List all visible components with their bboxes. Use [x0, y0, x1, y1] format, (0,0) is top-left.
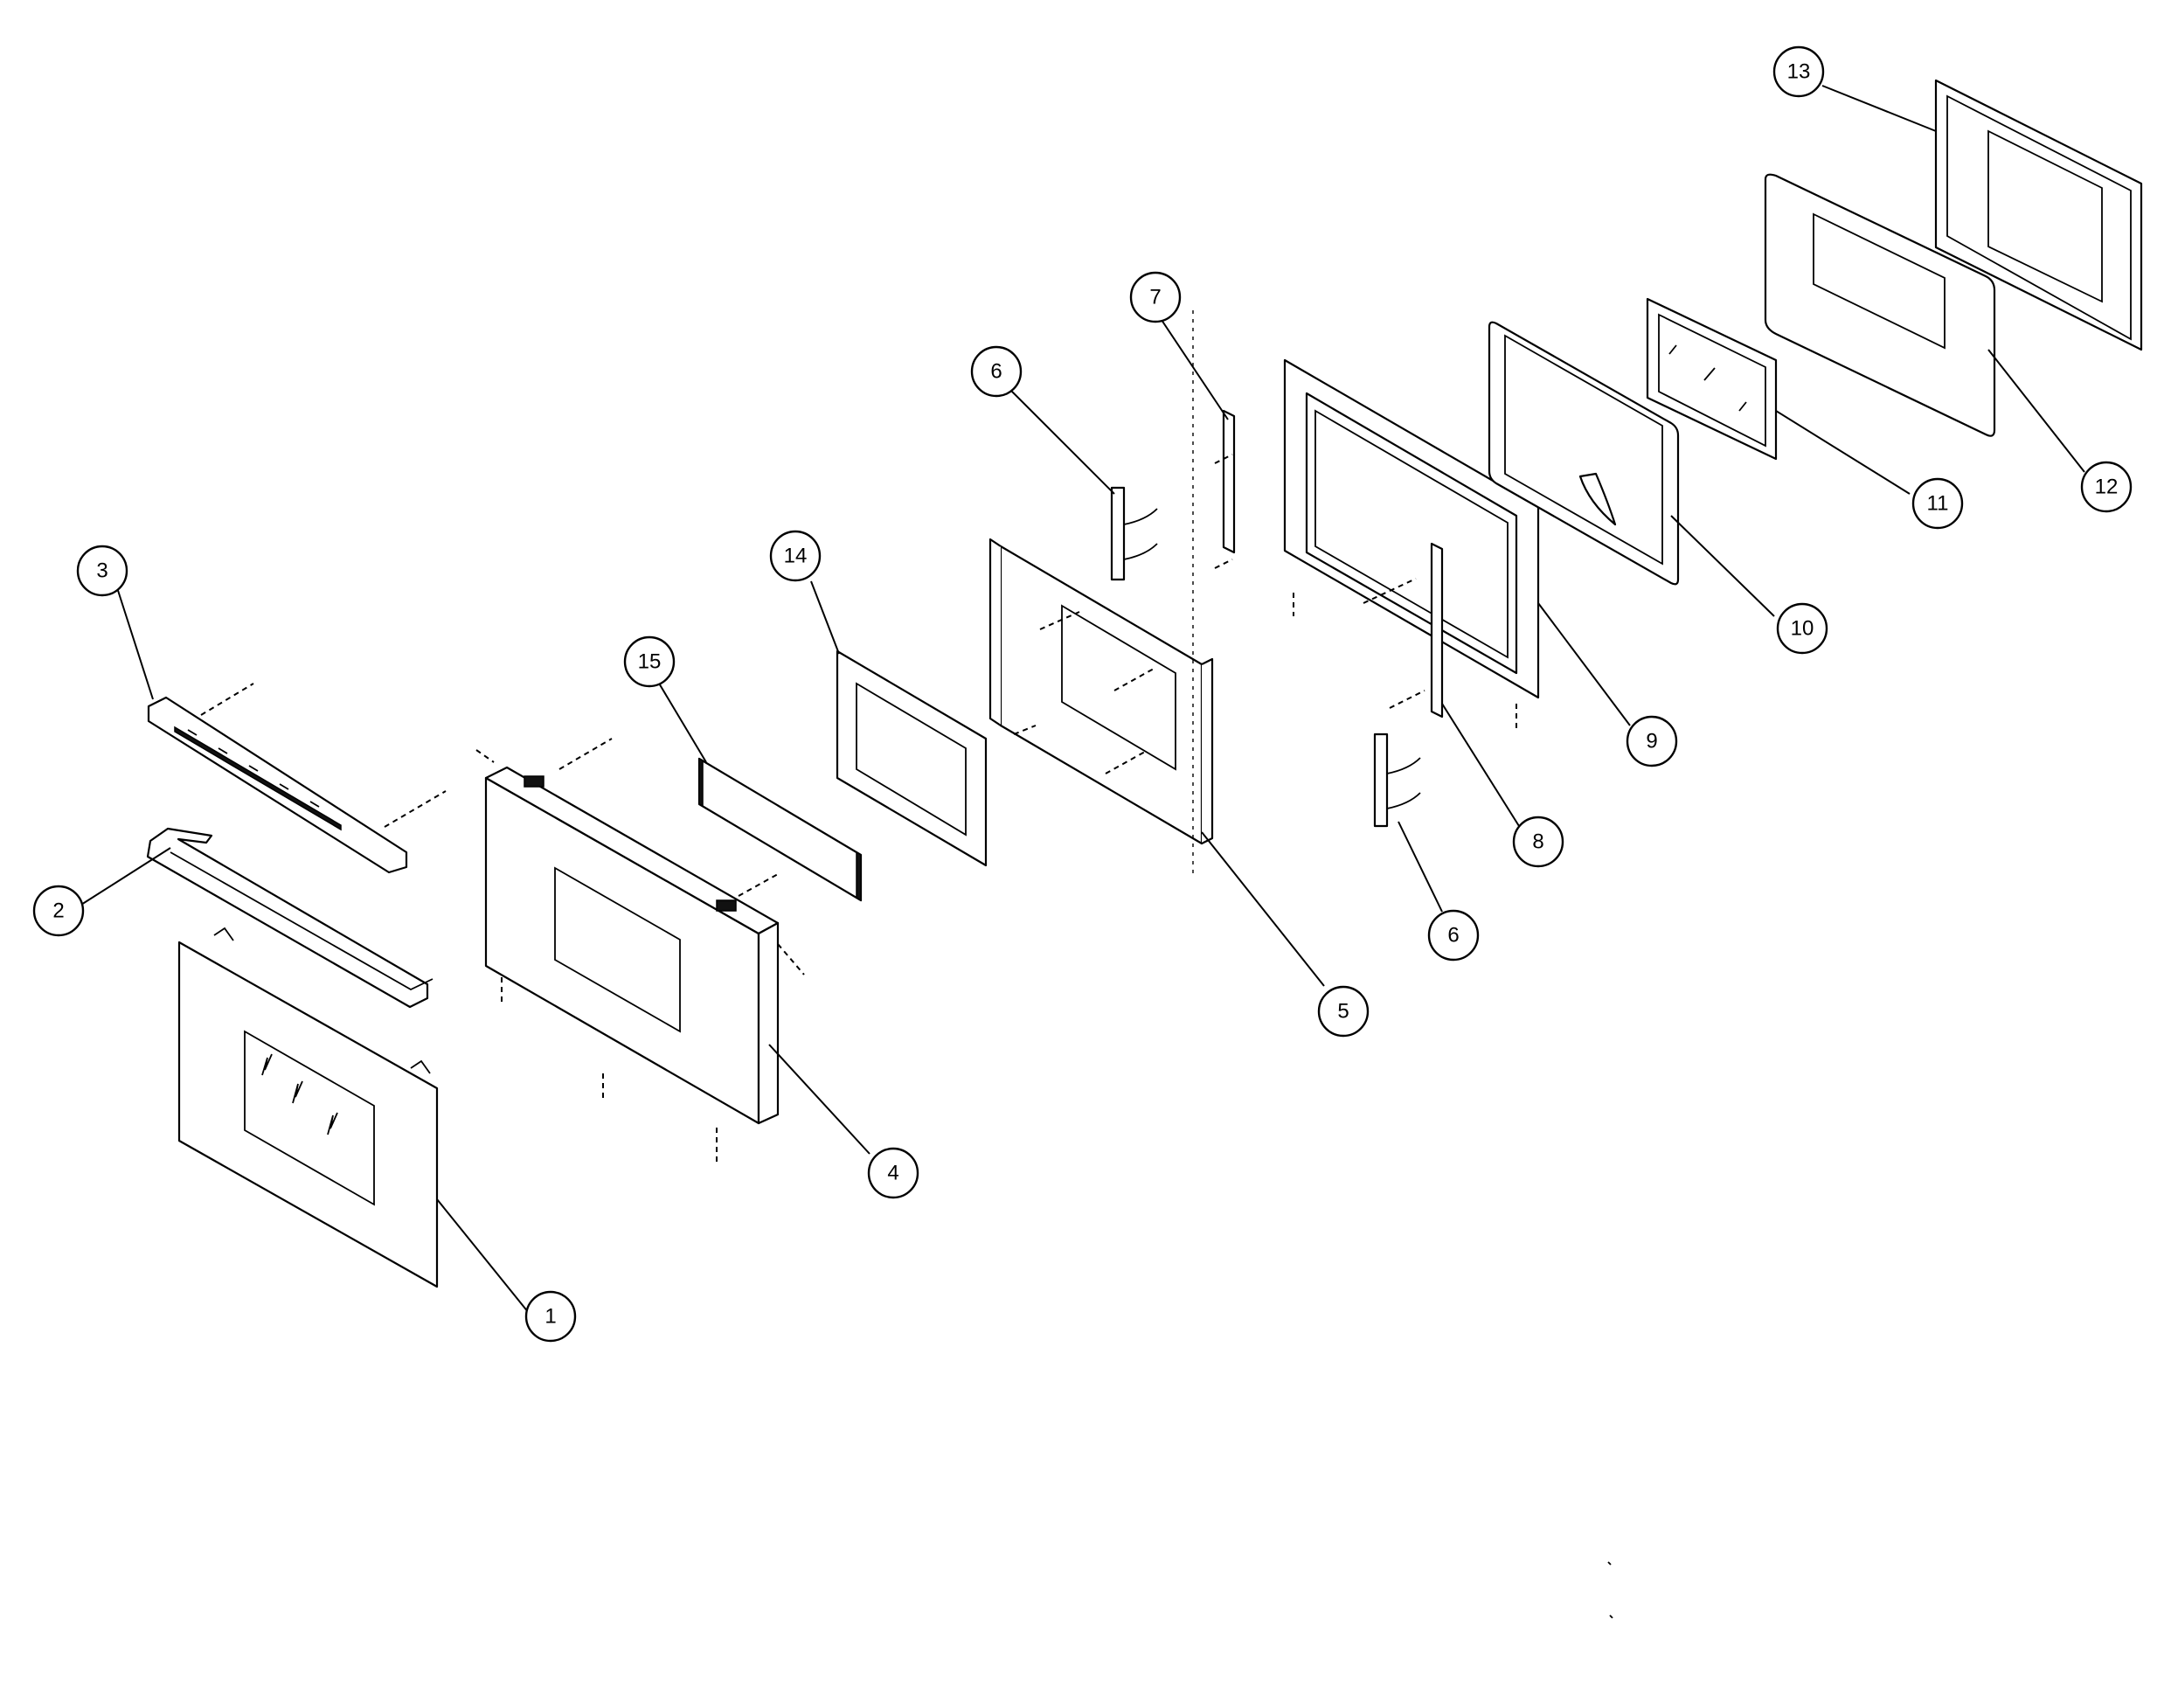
- callout-15-label: 15: [638, 650, 662, 674]
- callout-4-label: 4: [887, 1162, 898, 1185]
- callout-2: 2: [32, 885, 85, 937]
- part-9-inner-frame: [1283, 358, 1540, 699]
- part-10-gasket: [1488, 321, 1680, 586]
- part-5-door-liner: [988, 538, 1214, 845]
- callout-5-label: 5: [1337, 1000, 1349, 1024]
- callout-12: 12: [2080, 461, 2133, 513]
- part-11-window-pack: [1646, 297, 1778, 461]
- part-4-door-panel: [484, 766, 780, 1125]
- callout-15: 15: [623, 635, 676, 688]
- part-6-hinge-lower: [1373, 732, 1421, 828]
- callout-9: 9: [1626, 715, 1678, 767]
- part-8-right-channel: [1430, 542, 1444, 719]
- callout-14: 14: [769, 530, 822, 582]
- callout-1-label: 1: [544, 1305, 556, 1329]
- callout-6-upper-label: 6: [990, 360, 1002, 384]
- callout-11-label: 11: [1927, 492, 1949, 516]
- callout-3-label: 3: [96, 559, 108, 583]
- callout-1: 1: [524, 1290, 577, 1343]
- callout-4: 4: [867, 1147, 919, 1199]
- callout-6-lower-label: 6: [1447, 924, 1459, 948]
- callout-14-label: 14: [784, 545, 808, 568]
- callout-6-upper: 6: [970, 345, 1023, 398]
- callout-11: 11: [1911, 477, 1964, 530]
- callout-2-label: 2: [52, 899, 64, 923]
- leader-lines: [73, 85, 2085, 1314]
- callout-10: 10: [1776, 602, 1828, 655]
- callout-8-label: 8: [1532, 830, 1543, 854]
- callout-7: 7: [1129, 271, 1182, 323]
- callout-5: 5: [1317, 985, 1370, 1038]
- part-1-outer-glass: [177, 927, 439, 1288]
- callout-10-label: 10: [1791, 617, 1814, 641]
- part-14-inner-glass: [836, 649, 988, 867]
- callout-9-label: 9: [1646, 730, 1657, 753]
- part-7-left-channel: [1192, 310, 1236, 878]
- callout-3: 3: [76, 545, 128, 597]
- callout-8: 8: [1512, 816, 1564, 868]
- callout-7-label: 7: [1149, 286, 1161, 309]
- part-12-insulation: [1764, 173, 1996, 437]
- callout-13: 13: [1772, 45, 1825, 98]
- part-3-vent-trim: [147, 696, 408, 874]
- part-15-glass-strip: [697, 757, 863, 902]
- callout-6-lower: 6: [1427, 909, 1480, 962]
- callout-13-label: 13: [1787, 60, 1811, 84]
- part-6-hinge-upper: [1110, 486, 1158, 581]
- callout-12-label: 12: [2095, 476, 2119, 499]
- part-13-outer-frame: [1934, 79, 2143, 351]
- part-2-handle: [146, 827, 434, 1009]
